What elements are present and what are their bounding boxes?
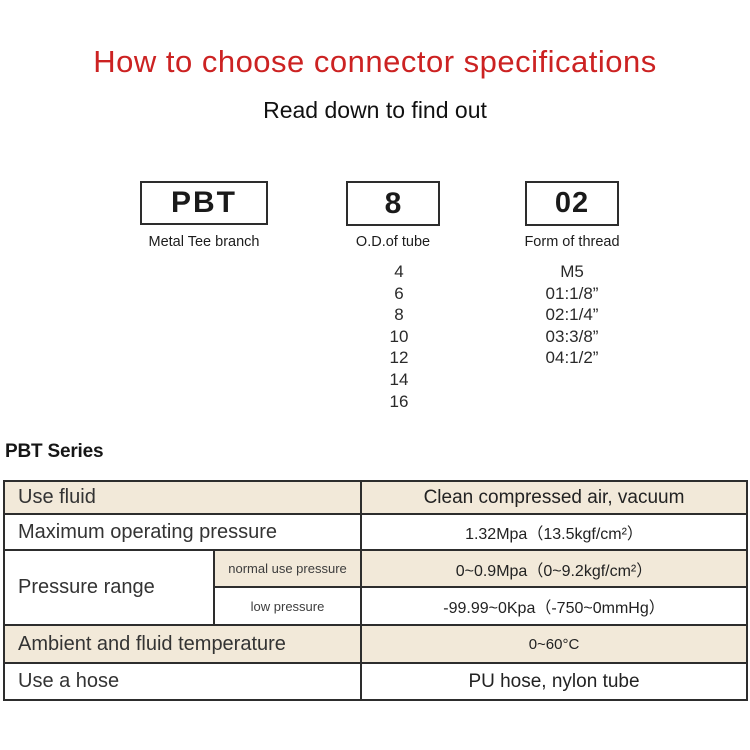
thread-code-box: 02	[525, 181, 619, 226]
tube-od-label: O.D.of tube	[355, 234, 431, 250]
use-fluid-label: Use fluid	[3, 480, 362, 515]
tube-od-option-list: 4 6 8 10 12 14 16	[329, 261, 469, 412]
temperature-label: Ambient and fluid temperature	[3, 624, 362, 664]
thread-code: 02	[554, 187, 590, 219]
low-pressure-label: low pressure	[213, 586, 362, 626]
tube-od-option: 10	[389, 326, 409, 346]
thread-option-list: M5 01:1/8” 02:1/4” 03:3/8” 04:1/2”	[492, 261, 652, 369]
low-pressure-value: -99.99~0Kpa（-750~0mmHg）	[360, 586, 748, 626]
table-row: Maximum operating pressure 1.32Mpa（13.5k…	[3, 513, 748, 551]
thread-label: Form of thread	[524, 234, 620, 250]
hose-label: Use a hose	[3, 662, 362, 701]
thread-option: 04:1/2”	[545, 348, 599, 368]
hose-value: PU hose, nylon tube	[360, 662, 748, 701]
series-section-heading: PBT Series	[5, 441, 104, 462]
series-code-box: PBT	[140, 181, 268, 225]
series-code: PBT	[171, 186, 237, 219]
normal-pressure-value: 0~0.9Mpa（0~9.2kgf/cm²）	[360, 549, 748, 588]
max-pressure-label: Maximum operating pressure	[3, 513, 362, 551]
thread-option: 01:1/8”	[545, 283, 599, 303]
page-title: How to choose connector specifications	[93, 44, 657, 79]
series-code-label: Metal Tee branch	[148, 234, 260, 250]
use-fluid-value: Clean compressed air, vacuum	[360, 480, 748, 515]
pressure-range-label: Pressure range	[3, 549, 215, 626]
normal-pressure-label: normal use pressure	[213, 549, 362, 588]
tube-od-option: 8	[394, 305, 404, 325]
thread-option: M5	[560, 262, 584, 281]
thread-option: 03:3/8”	[545, 326, 599, 346]
table-row: low pressure -99.99~0Kpa（-750~0mmHg）	[4, 586, 748, 626]
table-row: Pressure range normal use pressure 0~0.9…	[3, 549, 748, 626]
tube-od-option: 12	[389, 348, 409, 368]
tube-od-option: 14	[389, 369, 409, 389]
tube-od-option: 6	[394, 283, 404, 303]
table-row: Use fluid Clean compressed air, vacuum	[3, 480, 748, 515]
tube-od-code-box: 8	[346, 181, 440, 226]
tube-od-option: 4	[394, 262, 404, 281]
temperature-value: 0~60°C	[360, 624, 748, 664]
tube-od-option: 16	[389, 391, 409, 411]
max-pressure-value: 1.32Mpa（13.5kgf/cm²）	[360, 513, 748, 551]
tube-od-code: 8	[384, 186, 402, 220]
spec-table: Use fluid Clean compressed air, vacuum M…	[3, 480, 748, 701]
thread-option: 02:1/4”	[545, 305, 599, 325]
table-row: Use a hose PU hose, nylon tube	[3, 662, 748, 701]
page-subtitle: Read down to find out	[263, 97, 487, 123]
table-row: Ambient and fluid temperature 0~60°C	[3, 624, 748, 664]
